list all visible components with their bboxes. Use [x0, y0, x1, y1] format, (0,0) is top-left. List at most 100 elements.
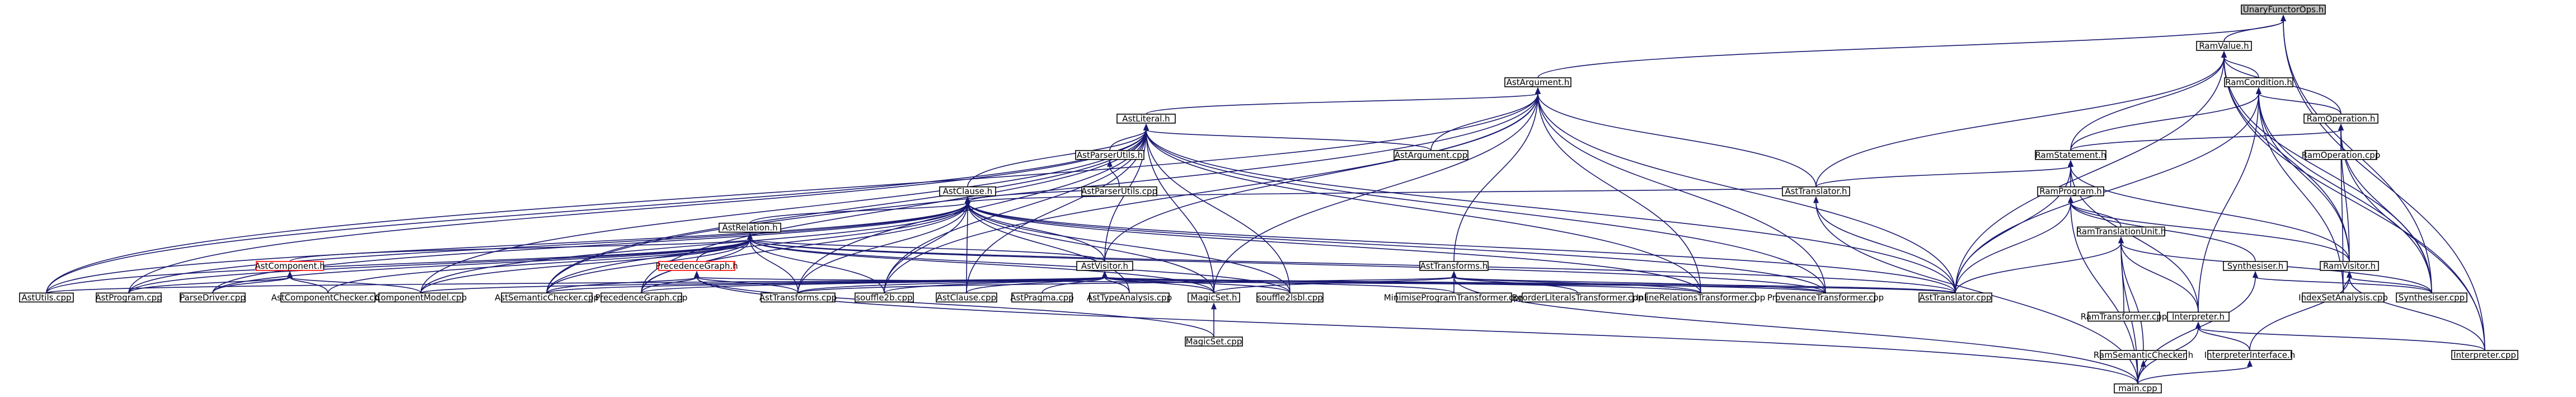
graph-node-ramcondition-h[interactable]: RamCondition.h [2224, 77, 2293, 87]
node-box-astsemanticchecker-cpp[interactable] [501, 292, 593, 303]
node-box-interpreter-h[interactable] [2167, 311, 2230, 322]
node-box-interpreter-cpp[interactable] [2451, 350, 2518, 360]
graph-node-astclause-cpp[interactable]: AstClause.cpp [936, 292, 997, 302]
node-box-astvisitor-h[interactable] [1076, 261, 1133, 271]
graph-node-astargument-cpp[interactable]: AstArgument.cpp [1393, 150, 1468, 160]
graph-node-ramtransformer-cpp[interactable]: RamTransformer.cpp [2081, 311, 2167, 321]
graph-node-interpreter-h[interactable]: Interpreter.h [2167, 311, 2230, 322]
node-box-souffle2lsbl-cpp[interactable] [1256, 292, 1324, 303]
node-box-asttransforms-cpp[interactable] [761, 292, 836, 303]
node-box-astclause-cpp[interactable] [936, 292, 997, 303]
graph-node-interpreterinterface-h[interactable]: InterpreterInterface.h [2204, 350, 2296, 360]
graph-node-ramoperation-cpp[interactable]: RamOperation.cpp [2302, 150, 2381, 160]
graph-node-indexsetanalysis-cpp[interactable]: IndexSetAnalysis.cpp [2298, 292, 2388, 302]
node-box-astpragma-cpp[interactable] [1011, 292, 1073, 303]
graph-node-ramprogram-h[interactable]: RamProgram.h [2037, 186, 2104, 197]
node-box-unaryfunctorops-h[interactable] [2241, 4, 2326, 15]
graph-node-ramvisitor-h[interactable]: RamVisitor.h [2320, 261, 2379, 271]
graph-node-astcomponent-h[interactable]: AstComponent.h [255, 261, 325, 271]
graph-node-asttypeanalysis-cpp[interactable]: AstTypeAnalysis.cpp [1087, 292, 1172, 302]
graph-node-astsemanticchecker-cpp[interactable]: AstSemanticChecker.cpp [495, 292, 599, 302]
graph-node-ramvalue-h[interactable]: RamValue.h [2196, 41, 2252, 51]
graph-node-astclause-h[interactable]: AstClause.h [939, 186, 996, 197]
graph-node-astargument-h[interactable]: AstArgument.h [1504, 77, 1571, 87]
node-box-ramvalue-h[interactable] [2196, 41, 2252, 51]
graph-node-provenancetransformer-cpp[interactable]: ProvenanceTransformer.cpp [1767, 292, 1884, 302]
node-box-ramprogram-h[interactable] [2037, 186, 2104, 197]
node-box-ramoperation-cpp[interactable] [2305, 150, 2377, 160]
node-box-astprogram-cpp[interactable] [96, 292, 162, 303]
node-box-parsedriver-cpp[interactable] [180, 292, 246, 303]
graph-node-precedencegraph-h[interactable]: PrecedenceGraph.h [655, 261, 738, 271]
graph-node-souffle2lsbl-cpp[interactable]: souffle2lsbl.cpp [1256, 292, 1324, 303]
node-box-astrelation-h[interactable] [719, 222, 781, 233]
node-box-asttranslator-h[interactable] [1782, 186, 1850, 197]
node-box-magicset-h[interactable] [1188, 292, 1240, 303]
graph-node-interpreter-cpp[interactable]: Interpreter.cpp [2451, 350, 2518, 360]
node-box-ramoperation-h[interactable] [2303, 114, 2378, 124]
graph-node-unaryfunctorops-h[interactable]: UnaryFunctorOps.h [2241, 4, 2326, 15]
graph-node-ramsemanticchecker-h[interactable]: RamSemanticChecker.h [2094, 350, 2193, 360]
node-box-ramtranslationunit-h[interactable] [2077, 226, 2165, 237]
node-box-astparserutils-h[interactable] [1075, 150, 1144, 160]
graph-node-asttransforms-cpp[interactable]: AstTransforms.cpp [759, 292, 837, 302]
graph-node-inlinerelationstransformer-cpp[interactable]: InlineRelationsTransformer.cpp [1636, 292, 1766, 302]
node-box-astparserutils-cpp[interactable] [1081, 186, 1157, 197]
node-box-reorderliteralstransformer-cpp[interactable] [1522, 292, 1634, 303]
graph-node-ramtranslationunit-h[interactable]: RamTranslationUnit.h [2076, 226, 2166, 236]
node-box-synthesiser-h[interactable] [2223, 261, 2288, 271]
node-box-astargument-cpp[interactable] [1393, 150, 1468, 160]
graph-node-ramstatement-h[interactable]: RamStatement.h [2035, 150, 2106, 160]
node-box-precedencegraph-cpp[interactable] [600, 292, 682, 303]
graph-node-astpragma-cpp[interactable]: AstPragma.cpp [1010, 292, 1073, 302]
graph-node-astparserutils-h[interactable]: AstParserUtils.h [1075, 150, 1144, 160]
node-box-asttransforms-h[interactable] [1419, 261, 1489, 271]
node-box-astargument-h[interactable] [1504, 77, 1571, 87]
graph-node-asttranslator-cpp[interactable]: AstTranslator.cpp [1918, 292, 1992, 303]
graph-node-synthesiser-cpp[interactable]: Synthesiser.cpp [2396, 292, 2467, 302]
node-box-ramsemanticchecker-h[interactable] [2100, 350, 2187, 360]
node-box-inlinerelationstransformer-cpp[interactable] [1645, 292, 1756, 303]
graph-node-magicset-cpp[interactable]: MagicSet.cpp [1185, 337, 1243, 347]
node-box-asttypeanalysis-cpp[interactable] [1089, 292, 1170, 303]
graph-node-astrelation-h[interactable]: AstRelation.h [719, 223, 781, 233]
node-box-provenancetransformer-cpp[interactable] [1776, 292, 1875, 303]
node-box-souffle2b-cpp[interactable] [855, 292, 914, 303]
graph-node-precedencegraph-cpp[interactable]: PrecedenceGraph.cpp [595, 292, 687, 302]
node-box-componentmodel-cpp[interactable] [378, 292, 463, 303]
graph-node-componentmodel-cpp[interactable]: ComponentModel.cpp [375, 292, 467, 302]
node-box-minimiseprogramtransformer-cpp[interactable] [1396, 292, 1512, 303]
node-box-astcomponent-h[interactable] [256, 261, 324, 271]
graph-node-main-cpp[interactable]: main.cpp [2114, 383, 2162, 394]
node-box-magicset-cpp[interactable] [1185, 337, 1243, 347]
graph-node-astliteral-h[interactable]: AstLiteral.h [1116, 114, 1176, 124]
node-box-ramstatement-h[interactable] [2035, 150, 2106, 160]
graph-node-astvisitor-h[interactable]: AstVisitor.h [1076, 261, 1133, 271]
node-box-asttranslator-cpp[interactable] [1918, 292, 1992, 303]
node-box-indexsetanalysis-cpp[interactable] [2302, 292, 2385, 303]
graph-node-asttransforms-h[interactable]: AstTransforms.h [1419, 261, 1489, 271]
node-box-precedencegraph-h[interactable] [658, 261, 735, 271]
graph-node-reorderliteralstransformer-cpp[interactable]: ReorderLiteralsTransformer.cpp [1512, 292, 1644, 302]
node-box-ramtransformer-cpp[interactable] [2087, 311, 2160, 322]
graph-node-astparserutils-cpp[interactable]: AstParserUtils.cpp [1081, 186, 1157, 197]
node-box-ramcondition-h[interactable] [2224, 77, 2293, 87]
node-box-astutils-cpp[interactable] [19, 292, 74, 303]
graph-node-magicset-h[interactable]: MagicSet.h [1188, 292, 1240, 302]
node-box-interpreterinterface-h[interactable] [2207, 350, 2292, 360]
graph-node-parsedriver-cpp[interactable]: ParseDriver.cpp [180, 292, 246, 302]
graph-node-synthesiser-h[interactable]: Synthesiser.h [2223, 261, 2288, 271]
graph-node-minimiseprogramtransformer-cpp[interactable]: MinimiseProgramTransformer.cpp [1384, 292, 1524, 302]
node-box-astcomponentchecker-cpp[interactable] [280, 292, 376, 303]
graph-node-astutils-cpp[interactable]: AstUtils.cpp [19, 292, 74, 303]
node-box-main-cpp[interactable] [2114, 383, 2162, 394]
node-box-astliteral-h[interactable] [1116, 114, 1176, 124]
node-box-synthesiser-cpp[interactable] [2396, 292, 2467, 303]
graph-node-souffle2b-cpp[interactable]: souffle2b.cpp [855, 292, 914, 303]
graph-node-astprogram-cpp[interactable]: AstProgram.cpp [95, 292, 162, 302]
graph-node-astcomponentchecker-cpp[interactable]: AstComponentChecker.cpp [271, 292, 385, 302]
graph-node-ramoperation-h[interactable]: RamOperation.h [2303, 114, 2378, 124]
node-box-astclause-h[interactable] [939, 186, 996, 197]
node-box-ramvisitor-h[interactable] [2320, 261, 2379, 271]
graph-node-asttranslator-h[interactable]: AstTranslator.h [1782, 186, 1850, 197]
